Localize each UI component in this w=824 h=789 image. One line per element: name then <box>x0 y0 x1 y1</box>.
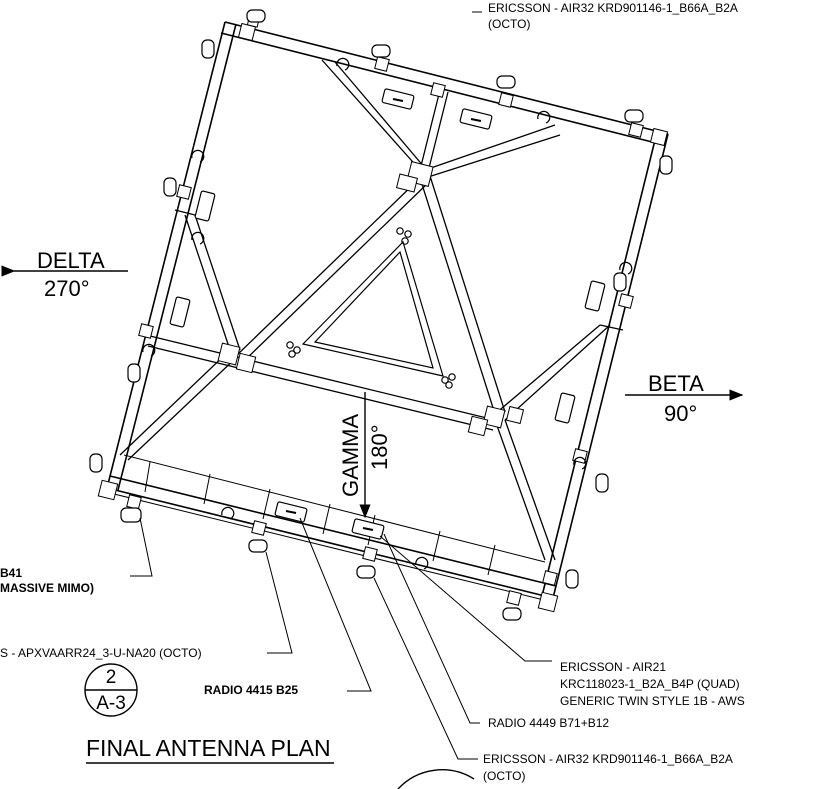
callout-air21-line2: KRC118023-1_B2A_B4P (QUAD) <box>560 677 740 691</box>
callout-radio-4415: RADIO 4415 B25 <box>204 683 298 697</box>
antenna-head <box>120 507 142 523</box>
direction-gamma: GAMMA 180° <box>338 392 392 519</box>
delta-degrees: 270° <box>44 276 90 301</box>
antenna-head <box>246 9 266 23</box>
antenna-head <box>624 109 644 123</box>
callout-radio-4449: RADIO 4449 B71+B12 <box>488 716 609 730</box>
leader-lines <box>130 11 552 760</box>
antenna-head <box>127 363 141 383</box>
plan-title: FINAL ANTENNA PLAN <box>86 735 331 761</box>
antenna-head <box>89 453 103 473</box>
callout-air21-line3: GENERIC TWIN STYLE 1B - AWS <box>560 694 745 708</box>
antenna-head <box>163 177 177 197</box>
detail-number: 2 <box>106 667 117 688</box>
antenna-head <box>502 607 522 621</box>
callout-bottom-right-line1: ERICSSON - AIR32 KRD901146-1_B66A_B2A <box>483 752 733 766</box>
callout-top-right-line1: ERICSSON - AIR32 KRD901146-1_B66A_B2A <box>488 1 738 15</box>
direction-beta: BETA 90° <box>625 371 744 426</box>
antenna-head <box>659 155 673 175</box>
antenna-head <box>201 39 215 59</box>
beta-label: BETA <box>648 371 704 396</box>
gamma-degrees: 180° <box>367 424 392 470</box>
antenna-head <box>356 565 376 579</box>
antenna-head <box>565 569 579 589</box>
inner-triangle <box>286 227 456 389</box>
antenna-head <box>595 473 609 493</box>
callout-air21-line1: ERICSSON - AIR21 <box>560 660 666 674</box>
antenna-heads <box>89 9 673 621</box>
antenna-head <box>371 44 391 58</box>
antenna-head <box>248 539 268 553</box>
direction-delta: DELTA 270° <box>1 248 128 301</box>
callout-text: ERICSSON - AIR32 KRD901146-1_B66A_B2A (O… <box>0 1 745 783</box>
inner-structure <box>119 59 624 561</box>
radio-panels <box>169 88 606 540</box>
antenna-head <box>496 75 516 89</box>
lower-platform <box>105 454 553 603</box>
partial-arc <box>397 769 475 789</box>
gamma-label: GAMMA <box>338 414 363 497</box>
antenna-head <box>613 272 627 292</box>
detail-sheet: A-3 <box>96 693 126 714</box>
callout-top-right-line2: (OCTO) <box>488 17 530 31</box>
mount-brackets <box>97 18 669 613</box>
callout-b41-line1: B41 <box>0 566 22 580</box>
outer-frame <box>106 21 669 599</box>
callout-bottom-right-line2: (OCTO) <box>483 769 525 783</box>
hook-arcs <box>142 57 633 570</box>
callout-commscope: S - APXVAARR24_3-U-NA20 (OCTO) <box>0 646 202 660</box>
delta-label: DELTA <box>37 248 105 273</box>
beta-degrees: 90° <box>664 401 697 426</box>
detail-tag: 2 A-3 <box>84 663 138 717</box>
callout-b41-line2: MASSIVE MIMO) <box>0 581 94 595</box>
